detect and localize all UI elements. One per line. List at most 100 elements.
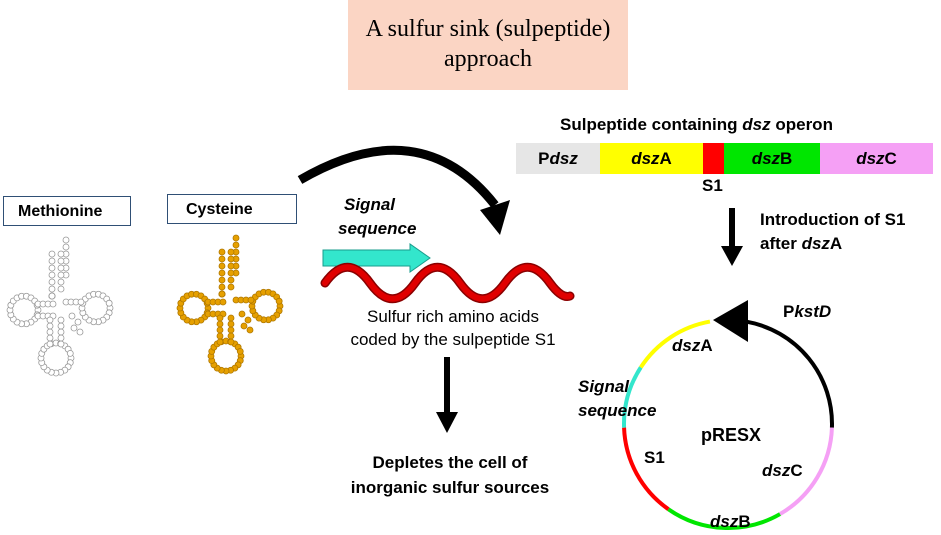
methionine-trna-nucleotide	[48, 278, 56, 286]
operon-heading: Sulpeptide containing dsz operon	[560, 115, 833, 134]
cysteine-trna-nucleotide	[232, 234, 240, 242]
methionine-trna-nucleotide	[68, 312, 76, 320]
methionine-trna-nucleotide	[62, 243, 70, 251]
cysteine-trna-nucleotide	[232, 241, 240, 249]
methionine-trna-nucleotide	[46, 334, 54, 342]
plasmid-backbone	[745, 319, 834, 428]
methionine-trna-nucleotide	[46, 340, 54, 348]
cysteine-trna-nucleotide	[227, 255, 235, 263]
cysteine-trna-nucleotide	[236, 347, 244, 355]
methionine-trna-nucleotide	[57, 328, 65, 336]
sulfur-rich-text: Sulfur rich amino acids coded by the sul…	[350, 307, 556, 349]
plasmid-dszc-arc	[778, 427, 834, 516]
down-arrow-shaft	[444, 357, 450, 417]
methionine-trna-nucleotide	[57, 250, 65, 258]
methionine-trna-nucleotide	[48, 285, 56, 293]
segment-pdsz: Pdsz	[516, 143, 600, 174]
plasmid-dsza-arc	[639, 319, 711, 369]
methionine-trna-nucleotide	[48, 264, 56, 272]
segment-dszc: dszC	[820, 143, 933, 174]
cysteine-trna-nucleotide	[218, 262, 226, 270]
introduction-text: Introduction of S1 after dszA	[760, 210, 906, 253]
plasmid-signal-arc	[622, 366, 643, 428]
methionine-trna-nucleotide	[105, 299, 113, 307]
methionine-trna-nucleotide	[57, 285, 65, 293]
cysteine-trna-nucleotide	[218, 255, 226, 263]
cysteine-trna-nucleotide	[227, 283, 235, 291]
plasmid-dszb-label: dszB	[710, 512, 751, 531]
curved-arrowhead-icon	[480, 200, 510, 235]
methionine-trna-nucleotide	[66, 349, 74, 357]
methionine-trna-nucleotide	[48, 250, 56, 258]
plasmid-dsza-label: dszA	[672, 336, 713, 355]
methionine-trna-nucleotide	[48, 292, 56, 300]
cysteine-trna-nucleotide	[218, 283, 226, 291]
title-box: A sulfur sink (sulpeptide) approach	[348, 0, 628, 90]
cysteine-trna-nucleotide	[238, 310, 246, 318]
methionine-trna-nucleotide	[46, 316, 54, 324]
down-arrow-shaft-2	[729, 208, 735, 250]
methionine-trna-nucleotide	[57, 316, 65, 324]
methionine-trna-nucleotide	[57, 340, 65, 348]
cysteine-trna-nucleotide	[247, 296, 255, 304]
cysteine-trna-nucleotide	[216, 338, 224, 346]
cysteine-trna-nucleotide	[227, 276, 235, 284]
methionine-trna-nucleotide	[48, 271, 56, 279]
plasmid-s1-arc	[622, 427, 670, 511]
cysteine-trna-nucleotide	[218, 269, 226, 277]
cysteine-trna-nucleotide	[275, 297, 283, 305]
methionine-trna-nucleotide	[70, 324, 78, 332]
title-line2: approach	[444, 46, 532, 72]
cysteine-trna-nucleotide	[218, 290, 226, 298]
methionine-label: Methionine	[3, 196, 131, 226]
cysteine-trna-nucleotide	[227, 314, 235, 322]
cysteine-trna-nucleotide	[219, 298, 227, 306]
cysteine-trna-nucleotide	[227, 248, 235, 256]
methionine-trna-nucleotide	[49, 300, 57, 308]
methionine-trna-nucleotide	[57, 264, 65, 272]
cysteine-trna-nucleotide	[218, 248, 226, 256]
cysteine-trna-nucleotide	[227, 326, 235, 334]
methionine-trna-nucleotide	[46, 322, 54, 330]
cysteine-trna-nucleotide	[227, 262, 235, 270]
s1-label: S1	[702, 176, 723, 195]
cysteine-trna-nucleotide	[216, 320, 224, 328]
cysteine-trna-nucleotide	[216, 314, 224, 322]
cysteine-trna-nucleotide	[216, 326, 224, 334]
cysteine-trna-nucleotide	[216, 332, 224, 340]
peptide-helix	[322, 264, 573, 302]
methionine-trna-nucleotide	[74, 318, 82, 326]
down-arrowhead-icon-2	[721, 246, 743, 266]
cysteine-trna-nucleotide	[246, 326, 254, 334]
title-line1: A sulfur sink (sulpeptide)	[365, 16, 611, 42]
promoter-arrowhead-icon	[713, 300, 748, 342]
pkstd-label: PkstD	[783, 302, 832, 321]
cysteine-trna-nucleotide	[227, 320, 235, 328]
cysteine-trna-nucleotide	[244, 316, 252, 324]
methionine-trna-nucleotide	[57, 271, 65, 279]
cysteine-trna-nucleotide	[227, 338, 235, 346]
signal-sequence-label: Signal sequence	[338, 195, 417, 238]
segment-s1	[703, 143, 724, 174]
plasmid-dszb-arc	[667, 507, 781, 530]
cysteine-trna-nucleotide	[227, 269, 235, 277]
depletes-text: Depletes the cell of inorganic sulfur so…	[350, 453, 550, 497]
methionine-trna-nucleotide	[48, 257, 56, 265]
methionine-trna-nucleotide	[57, 334, 65, 342]
cysteine-label: Cysteine	[167, 194, 297, 224]
methionine-trna-nucleotide	[57, 257, 65, 265]
cysteine-trna-nucleotide	[227, 332, 235, 340]
plasmid-signal-label: Signal sequence	[578, 377, 657, 420]
plasmid-dszc-label: dszC	[762, 461, 803, 480]
methionine-trna-nucleotide	[76, 328, 84, 336]
segment-dszb: dszB	[724, 143, 820, 174]
plasmid-s1-label: S1	[644, 448, 665, 467]
curved-arrow-line	[297, 145, 499, 208]
plasmid-name: pRESX	[701, 425, 762, 445]
down-arrowhead-icon	[436, 412, 458, 433]
cysteine-trna-nucleotide	[218, 276, 226, 284]
methionine-trna-nucleotide	[62, 236, 70, 244]
methionine-trna-nucleotide	[57, 322, 65, 330]
